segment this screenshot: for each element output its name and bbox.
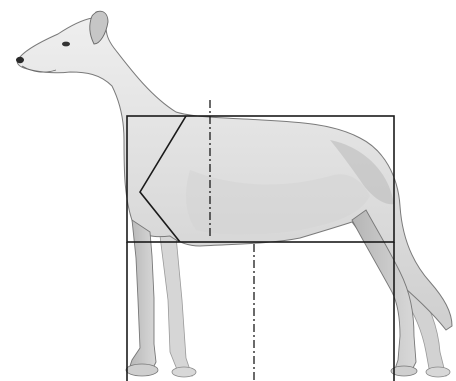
near-hind-paw xyxy=(391,366,417,376)
far-foreleg xyxy=(160,236,192,376)
far-front-paw xyxy=(172,367,196,377)
near-front-paw xyxy=(126,364,158,376)
near-foreleg xyxy=(128,220,156,374)
far-hind-paw xyxy=(426,367,450,377)
eye xyxy=(62,42,70,47)
nose xyxy=(16,57,24,63)
dog-illustration-icon xyxy=(16,11,452,377)
